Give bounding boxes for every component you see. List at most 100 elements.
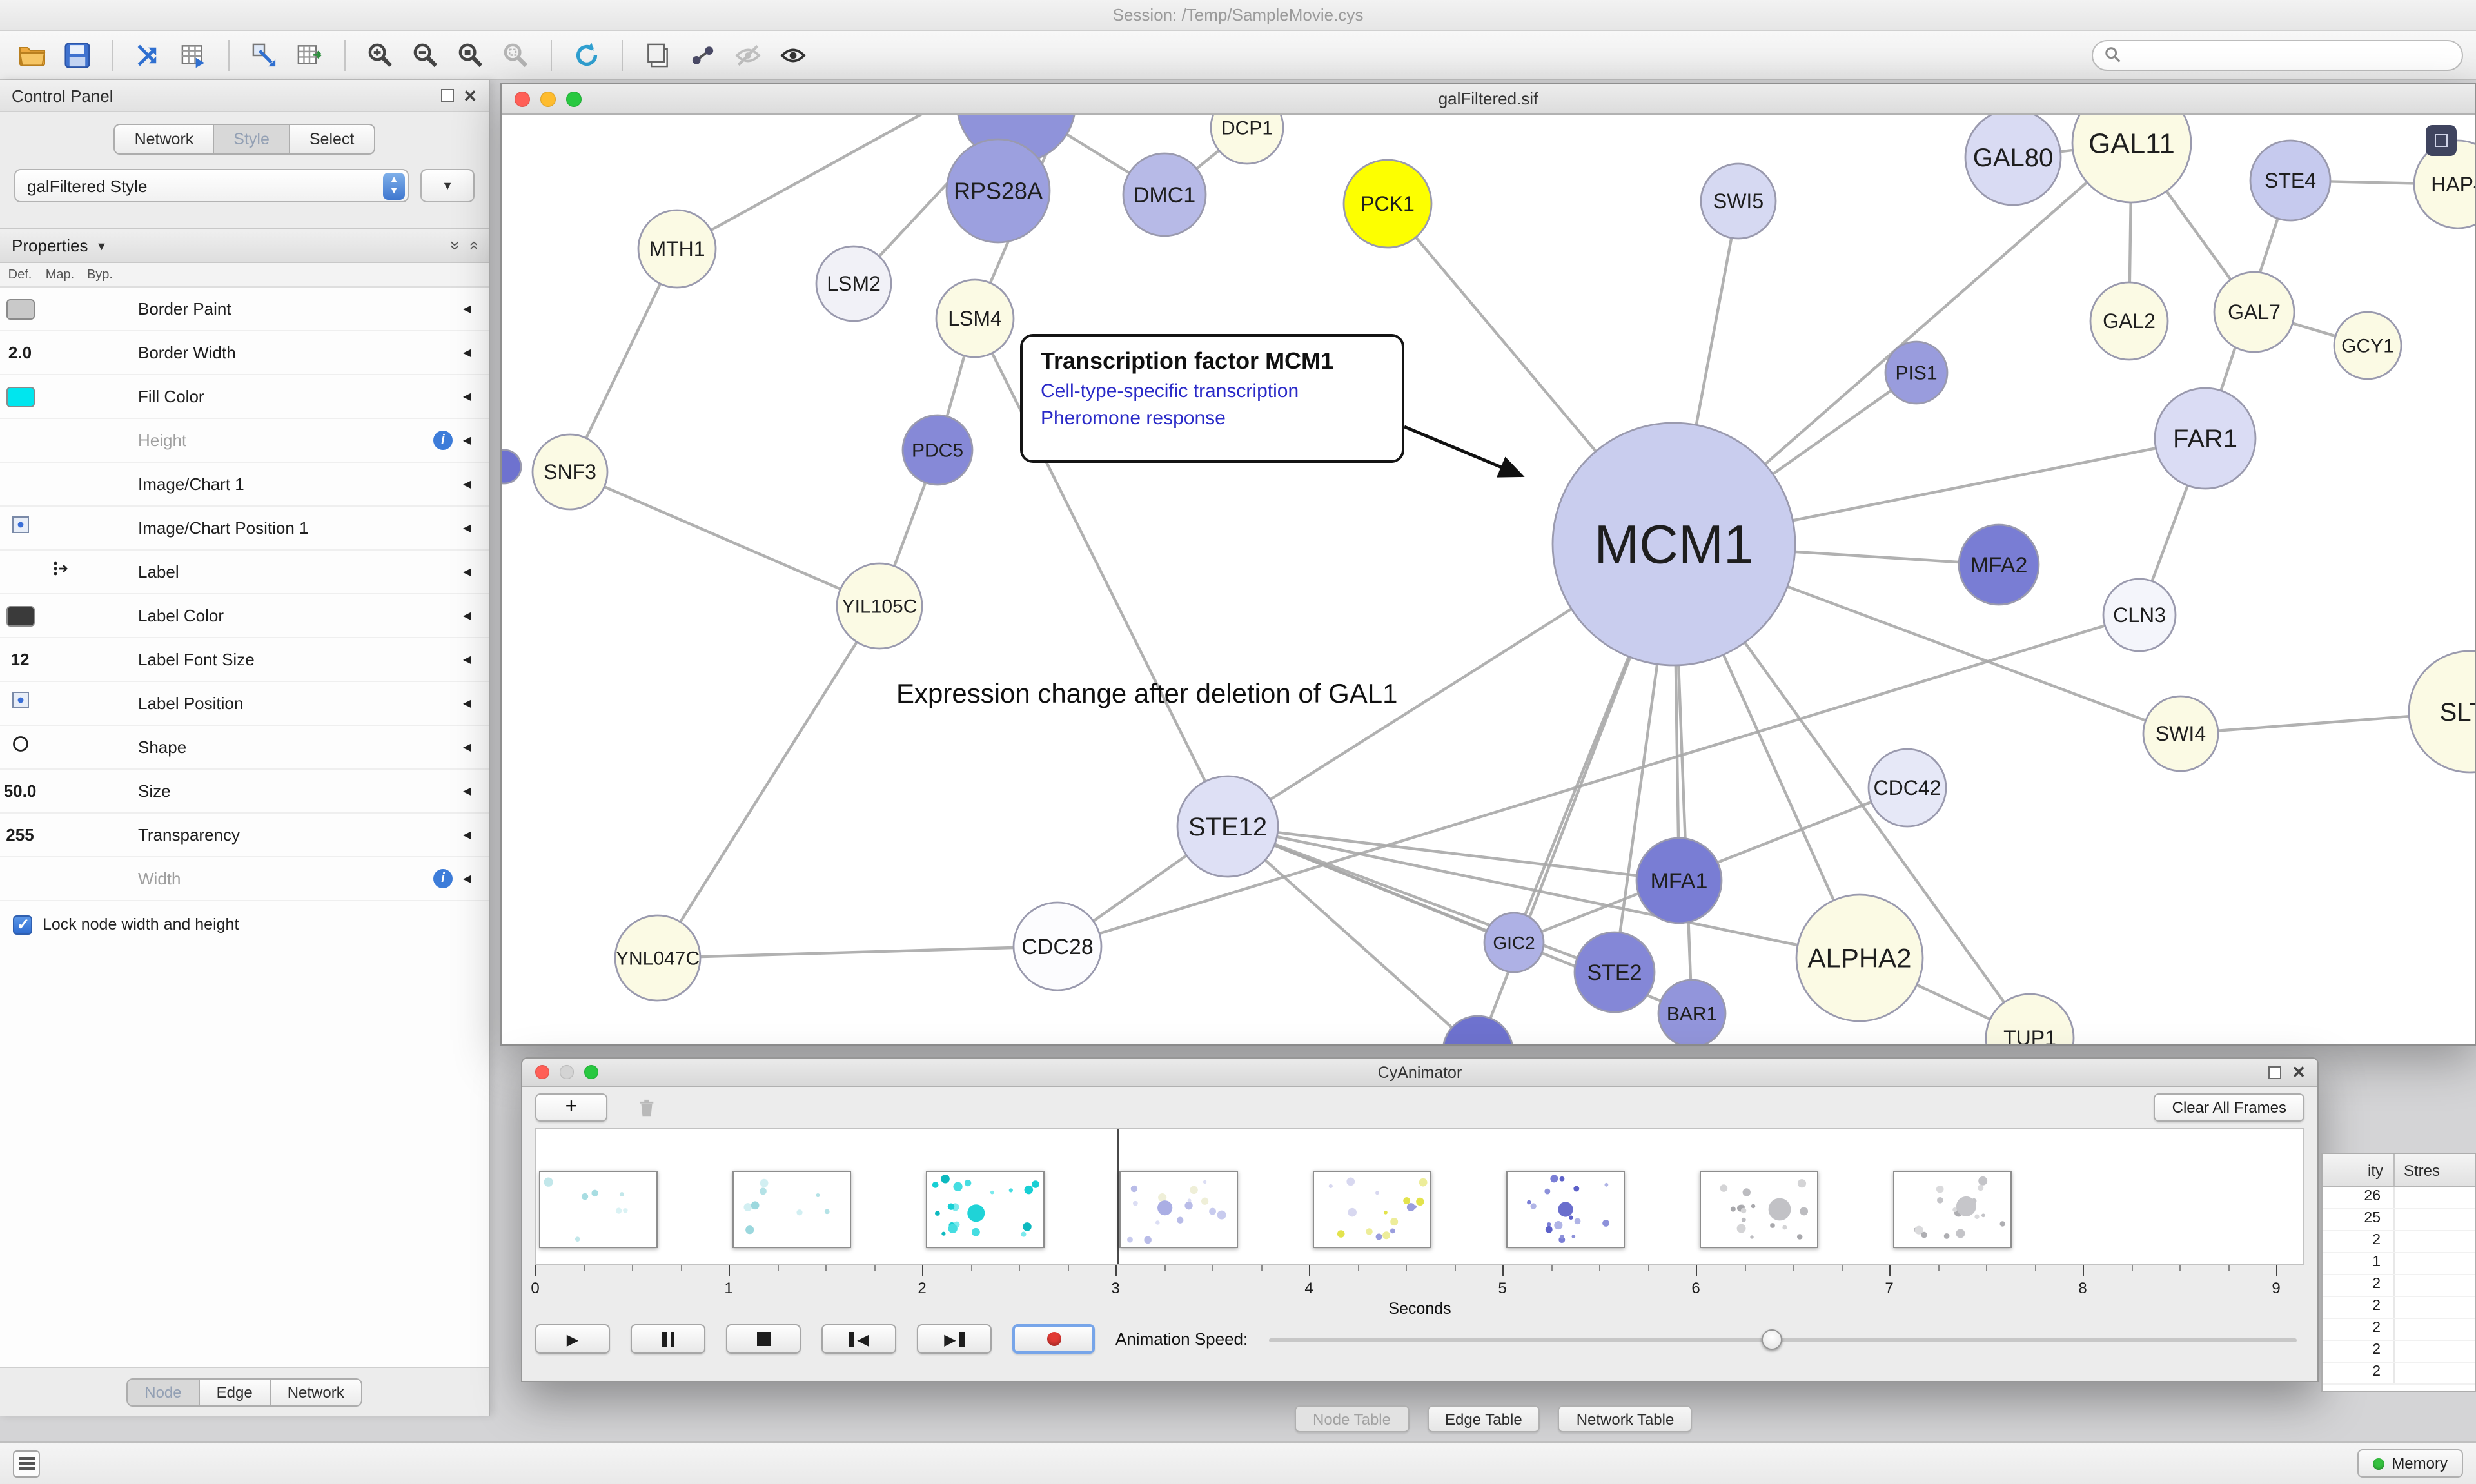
network-node-gal7[interactable]: GAL7: [2213, 271, 2295, 353]
lock-checkbox[interactable]: [13, 915, 32, 934]
frame-thumbnail-1[interactable]: [732, 1171, 851, 1248]
color-swatch[interactable]: [6, 386, 34, 407]
timeline-track[interactable]: [535, 1128, 2304, 1265]
network-node-ste12[interactable]: STE12: [1176, 775, 1279, 878]
network-node-gcy1[interactable]: GCY1: [2333, 311, 2402, 380]
network-node-gal11[interactable]: GAL11: [2071, 115, 2192, 204]
table-row[interactable]: 2: [2323, 1341, 2475, 1363]
import-network-icon[interactable]: [129, 35, 168, 74]
minimize-window-icon[interactable]: [560, 1065, 574, 1079]
network-canvas[interactable]: RPS28ADMC1DCP1PCK1SWI5GAL80GAL11STE4HAP4…: [502, 115, 2475, 1044]
network-node-mfa2[interactable]: MFA2: [1958, 523, 2040, 606]
tab-network[interactable]: Network: [113, 124, 215, 155]
default-value[interactable]: 255: [6, 825, 34, 845]
network-node-cdc28[interactable]: CDC28: [1012, 901, 1103, 991]
network-edge[interactable]: [657, 944, 1058, 960]
network-node-pdc5[interactable]: PDC5: [901, 414, 974, 486]
network-node-pck1[interactable]: PCK1: [1342, 159, 1433, 249]
first-neighbors-icon[interactable]: [683, 35, 722, 74]
memory-button[interactable]: Memory: [2357, 1449, 2463, 1478]
expand-arrow-icon[interactable]: ◀: [463, 478, 471, 490]
import-table-icon[interactable]: [174, 35, 213, 74]
expand-arrow-icon[interactable]: ◀: [463, 610, 471, 621]
tab-edge-table[interactable]: Edge Table: [1427, 1405, 1540, 1432]
network-node-offbottom[interactable]: [1442, 1015, 1513, 1044]
next-frame-button[interactable]: ▶: [917, 1324, 992, 1354]
record-button[interactable]: [1012, 1324, 1095, 1354]
network-node-slt2[interactable]: SLT2: [2408, 650, 2475, 774]
network-edge[interactable]: [1227, 825, 1680, 883]
table-row[interactable]: 2: [2323, 1297, 2475, 1319]
tab-edge[interactable]: Edge: [198, 1378, 271, 1406]
network-node-bar1[interactable]: BAR1: [1657, 979, 1727, 1044]
search-box[interactable]: [2092, 39, 2463, 70]
network-node-cln3[interactable]: CLN3: [2102, 578, 2177, 652]
zoom-out-icon[interactable]: [406, 35, 445, 74]
network-edge[interactable]: [676, 115, 1108, 250]
expand-arrow-icon[interactable]: ◀: [463, 785, 471, 797]
duplicate-view-icon[interactable]: [638, 35, 677, 74]
close-window-icon[interactable]: [515, 92, 530, 107]
minimize-window-icon[interactable]: [540, 92, 556, 107]
frame-thumbnail-6[interactable]: [1700, 1171, 1818, 1248]
network-edge[interactable]: [1227, 825, 1615, 974]
network-node-tup1[interactable]: TUP1: [1985, 993, 2075, 1044]
mcm1-annotation[interactable]: Transcription factor MCM1 Cell-type-spec…: [1020, 334, 1404, 463]
network-node-gal80[interactable]: GAL80: [1964, 115, 2062, 206]
network-edge[interactable]: [656, 605, 881, 959]
network-edge[interactable]: [1227, 825, 1860, 960]
style-select[interactable]: galFiltered Style ▲▼: [14, 169, 409, 202]
collapse-all-icon[interactable]: »: [462, 240, 482, 251]
table-row[interactable]: 25: [2323, 1209, 2475, 1231]
property-row-label-color[interactable]: Label Color◀: [0, 594, 489, 638]
open-session-icon[interactable]: [13, 35, 52, 74]
table-row[interactable]: 2: [2323, 1231, 2475, 1253]
network-node-lsm4[interactable]: LSM4: [935, 278, 1015, 358]
color-swatch[interactable]: [6, 605, 34, 626]
table-column-header[interactable]: ity: [2323, 1154, 2395, 1186]
network-node-dcp1[interactable]: DCP1: [1210, 115, 1284, 165]
timeline-playhead[interactable]: [1117, 1129, 1119, 1264]
network-node-swi5[interactable]: SWI5: [1700, 162, 1777, 240]
show-all-icon[interactable]: [774, 35, 812, 74]
network-node-far1[interactable]: FAR1: [2154, 387, 2257, 490]
frame-thumbnail-2[interactable]: [926, 1171, 1045, 1248]
tab-node[interactable]: Node: [126, 1378, 200, 1406]
table-row[interactable]: 2: [2323, 1275, 2475, 1297]
speed-slider[interactable]: [1268, 1325, 2297, 1353]
close-window-icon[interactable]: [535, 1065, 549, 1079]
close-panel-icon[interactable]: ✕: [463, 86, 477, 105]
property-row-label[interactable]: Label◀: [0, 551, 489, 594]
network-node-mfa1[interactable]: MFA1: [1635, 837, 1723, 924]
network-edge[interactable]: [1226, 825, 1478, 1044]
style-options-button[interactable]: ▼: [420, 169, 475, 202]
property-row-fill-color[interactable]: Fill Color◀: [0, 375, 489, 419]
float-window-icon[interactable]: [441, 89, 455, 102]
expand-arrow-icon[interactable]: ◀: [463, 873, 471, 884]
network-node-pis1[interactable]: PIS1: [1884, 340, 1949, 405]
network-node-offleft[interactable]: [502, 449, 522, 485]
network-node-cdc42[interactable]: CDC42: [1867, 748, 1947, 828]
network-node-ynl047c[interactable]: YNL047C: [614, 914, 702, 1002]
panel-list-icon[interactable]: [13, 1450, 40, 1477]
network-node-yil105c[interactable]: YIL105C: [836, 562, 923, 650]
table-column-header[interactable]: Stres: [2404, 1162, 2441, 1180]
network-edge[interactable]: [569, 248, 678, 473]
network-window-titlebar[interactable]: galFiltered.sif: [502, 84, 2475, 115]
network-node-mth1[interactable]: MTH1: [637, 209, 717, 289]
color-swatch[interactable]: [6, 298, 34, 319]
pause-button[interactable]: [631, 1324, 705, 1354]
network-node-swi4[interactable]: SWI4: [2142, 695, 2219, 772]
frame-thumbnail-5[interactable]: [1506, 1171, 1625, 1248]
zoom-window-icon[interactable]: [566, 92, 582, 107]
refresh-layout-icon[interactable]: [567, 35, 606, 74]
network-edge[interactable]: [569, 470, 880, 608]
expand-arrow-icon[interactable]: ◀: [463, 347, 471, 358]
property-row-image-chart-position-1[interactable]: Image/Chart Position 1◀: [0, 507, 489, 551]
properties-header[interactable]: Properties ▼ » »: [0, 228, 489, 263]
